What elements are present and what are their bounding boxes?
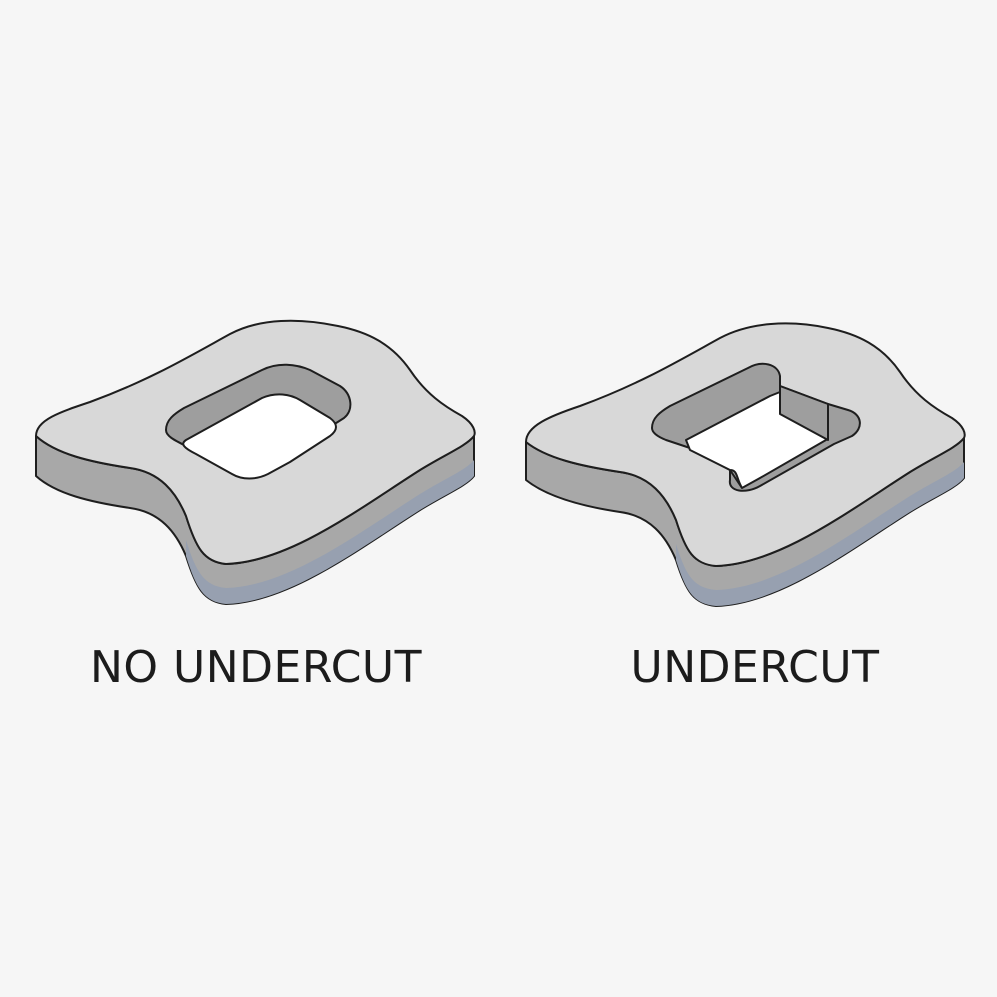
left-part-hole-opening bbox=[182, 393, 337, 480]
label-undercut: UNDERCUT bbox=[630, 642, 880, 693]
left-part-side-bottom-band bbox=[186, 460, 474, 604]
right-part-notch-edge-3 bbox=[729, 469, 743, 489]
part-undercut bbox=[525, 322, 966, 607]
right-part-side-bottom-band bbox=[676, 462, 964, 606]
part-no-undercut bbox=[35, 319, 476, 605]
label-no-undercut: NO UNDERCUT bbox=[89, 642, 423, 693]
